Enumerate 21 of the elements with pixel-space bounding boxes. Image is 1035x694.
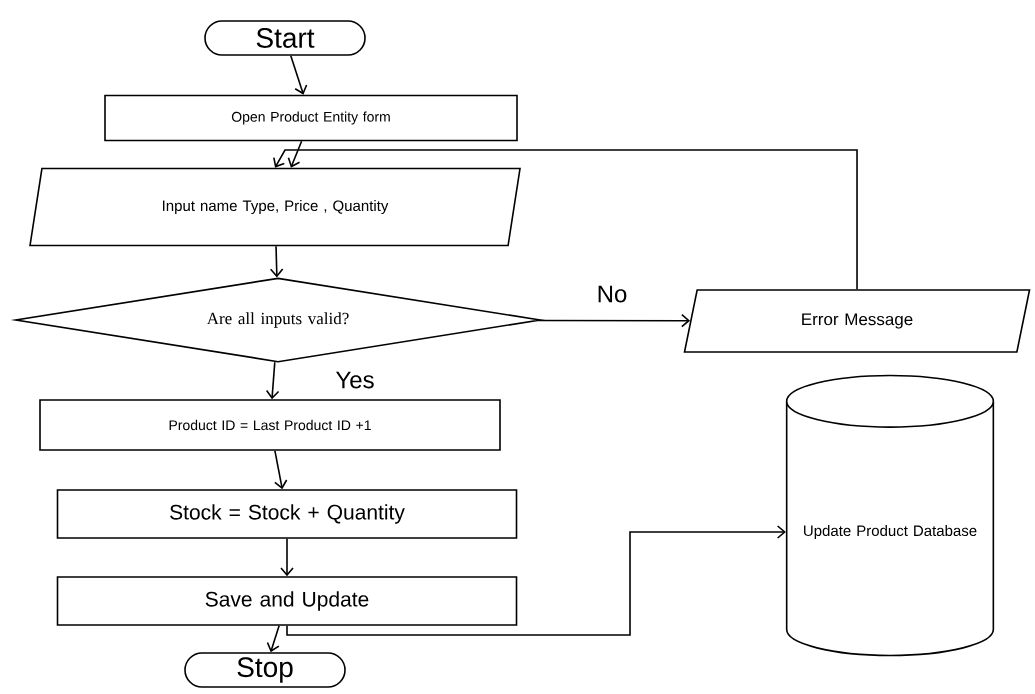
edge-label: No <box>595 284 629 304</box>
arrow <box>286 525 786 636</box>
arrow <box>265 361 280 400</box>
database-cylinder: Update Product Database <box>785 374 995 657</box>
input-parallelogram: Input name Type, Price , Quantity <box>29 167 521 247</box>
arrow <box>273 149 858 290</box>
arrow <box>269 245 284 278</box>
output-parallelogram: Error Message <box>683 289 1031 353</box>
arrow <box>266 625 280 653</box>
edge-label: Yes <box>334 370 376 390</box>
arrow <box>287 140 303 168</box>
arrow <box>274 450 288 490</box>
process-box: Open Product Entity form <box>104 94 518 142</box>
start-terminal: Start <box>204 20 366 56</box>
process-box: Stock = Stock + Quantity <box>56 489 518 539</box>
process-box: Product ID = Last Product ID +1 <box>39 399 501 451</box>
process-box: Save and Update <box>56 576 518 626</box>
arrow <box>280 538 294 577</box>
arrow <box>290 55 308 95</box>
stop-terminal: Stop <box>184 652 346 688</box>
arrow <box>537 313 691 328</box>
